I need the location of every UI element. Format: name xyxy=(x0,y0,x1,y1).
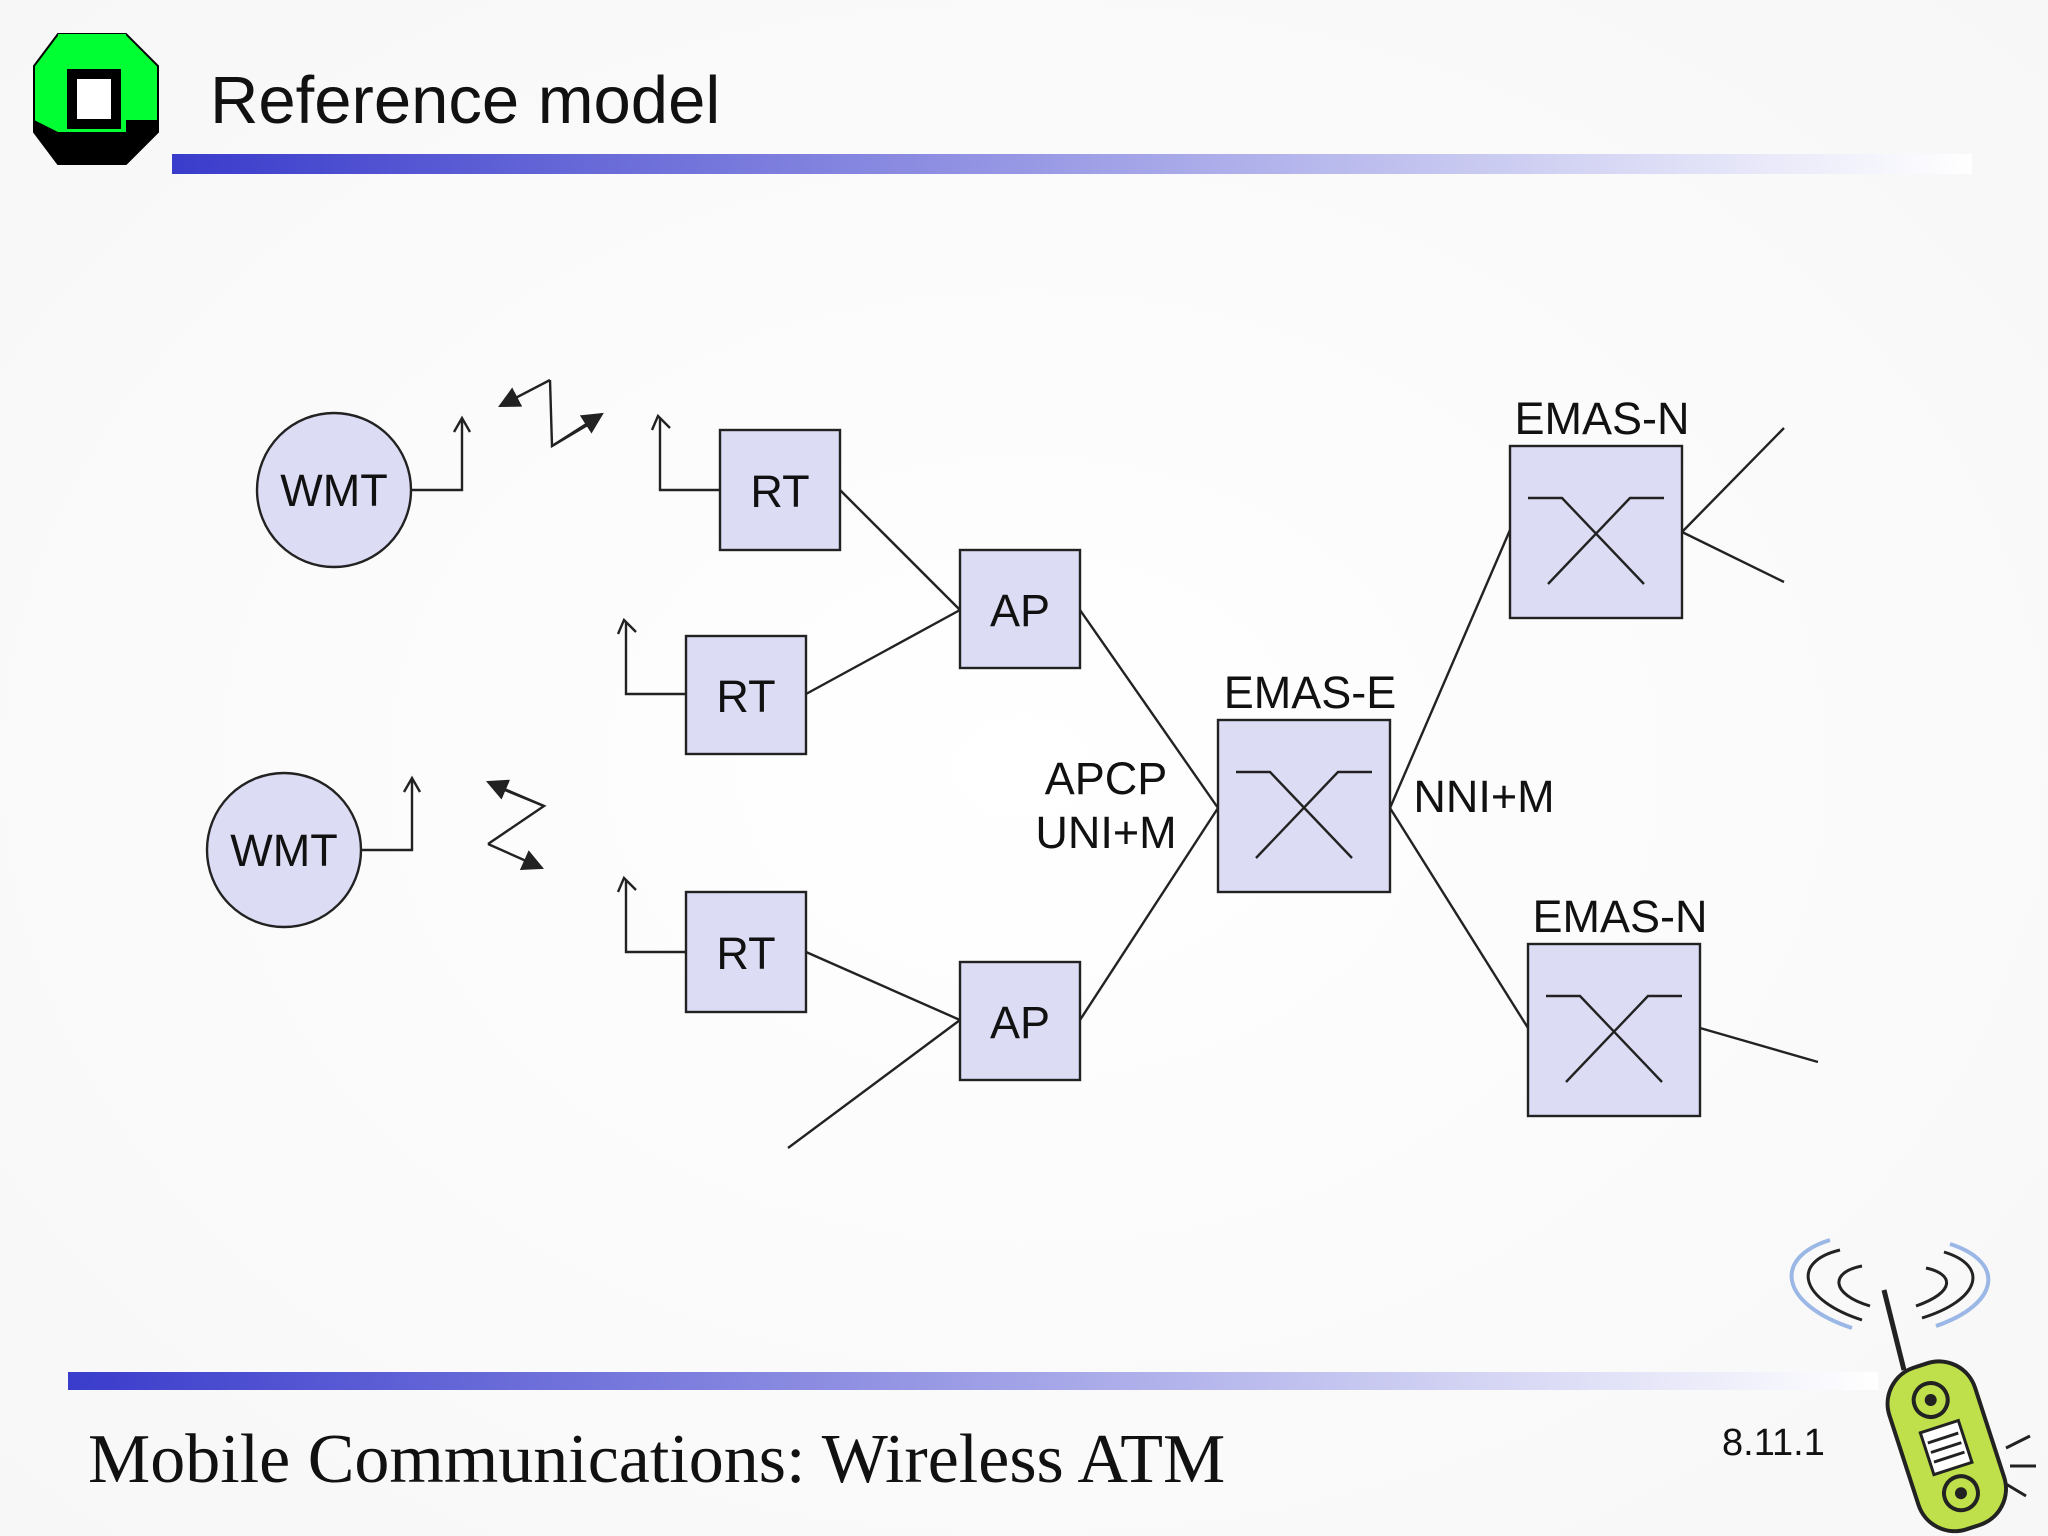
ap-node-2 xyxy=(958,960,1082,1082)
antenna-icon xyxy=(412,415,472,492)
link-emas-n1-out-upper xyxy=(1681,427,1785,533)
antenna-icon xyxy=(616,617,686,696)
ap-label-1: AP xyxy=(990,585,1050,636)
signal-waves-icon xyxy=(1806,1248,1975,1322)
rt-label-3: RT xyxy=(716,928,775,979)
rt-label-2: RT xyxy=(716,671,775,722)
interface-label-uni-m: UNI+M xyxy=(1035,807,1176,858)
rt-label-1: RT xyxy=(750,466,809,517)
link-ap1-emas-e xyxy=(1079,609,1219,809)
rt-node-3 xyxy=(684,890,808,1014)
switch-symbols xyxy=(1236,496,1682,1083)
radio-links xyxy=(486,378,604,870)
rt-node-1 xyxy=(718,428,842,552)
link-ap2-emas-e xyxy=(1078,807,1220,1021)
footer-band xyxy=(68,1372,1878,1390)
antenna-icon xyxy=(616,875,686,954)
ap-label-2: AP xyxy=(990,997,1050,1048)
connection-lines xyxy=(787,427,1819,1149)
wmt-label-1: WMT xyxy=(280,465,387,516)
antenna-icon xyxy=(360,775,422,852)
link-rt1-ap1 xyxy=(839,489,961,611)
antenna-icon xyxy=(650,413,720,492)
link-emas-n2-out xyxy=(1699,1026,1819,1064)
wmt-label-2: WMT xyxy=(230,825,337,876)
emas-n-switch-1 xyxy=(1508,444,1684,620)
slide-number: 8.11.1 xyxy=(1722,1422,1825,1464)
ap-node-1 xyxy=(958,548,1082,670)
wmt-node-2 xyxy=(205,771,363,929)
title-underline xyxy=(172,154,1972,174)
emas-n-label-2: EMAS-N xyxy=(1532,891,1707,942)
phone-handset-icon xyxy=(1885,1359,2008,1534)
emas-e-label: EMAS-E xyxy=(1224,667,1397,718)
link-emas-e-emas-n2 xyxy=(1388,807,1530,1029)
link-emas-n1-out-lower xyxy=(1681,530,1785,584)
switch-crossbar-icon xyxy=(1528,496,1664,585)
emas-n-label-1: EMAS-N xyxy=(1514,393,1689,444)
interface-label-apcp: APCP xyxy=(1045,753,1168,804)
switch-crossbar-icon xyxy=(1546,994,1682,1083)
wmt-node-1 xyxy=(255,411,413,569)
antennas xyxy=(360,413,720,954)
mobile-phone-clipart xyxy=(1789,1238,2036,1534)
footer-title: Mobile Communications: Wireless ATM xyxy=(88,1421,1226,1498)
link-ap2-external xyxy=(787,1019,961,1149)
university-logo xyxy=(33,33,159,165)
interface-label-nni-m: NNI+M xyxy=(1413,771,1554,822)
rt-node-2 xyxy=(684,634,808,756)
phone-antenna-icon xyxy=(1881,1289,1907,1371)
switch-crossbar-icon xyxy=(1236,770,1372,859)
slide-title: Reference model xyxy=(210,63,721,138)
link-rt2-ap1 xyxy=(805,608,961,696)
link-emas-e-emas-n1 xyxy=(1388,529,1512,809)
link-rt3-ap2 xyxy=(805,950,961,1022)
